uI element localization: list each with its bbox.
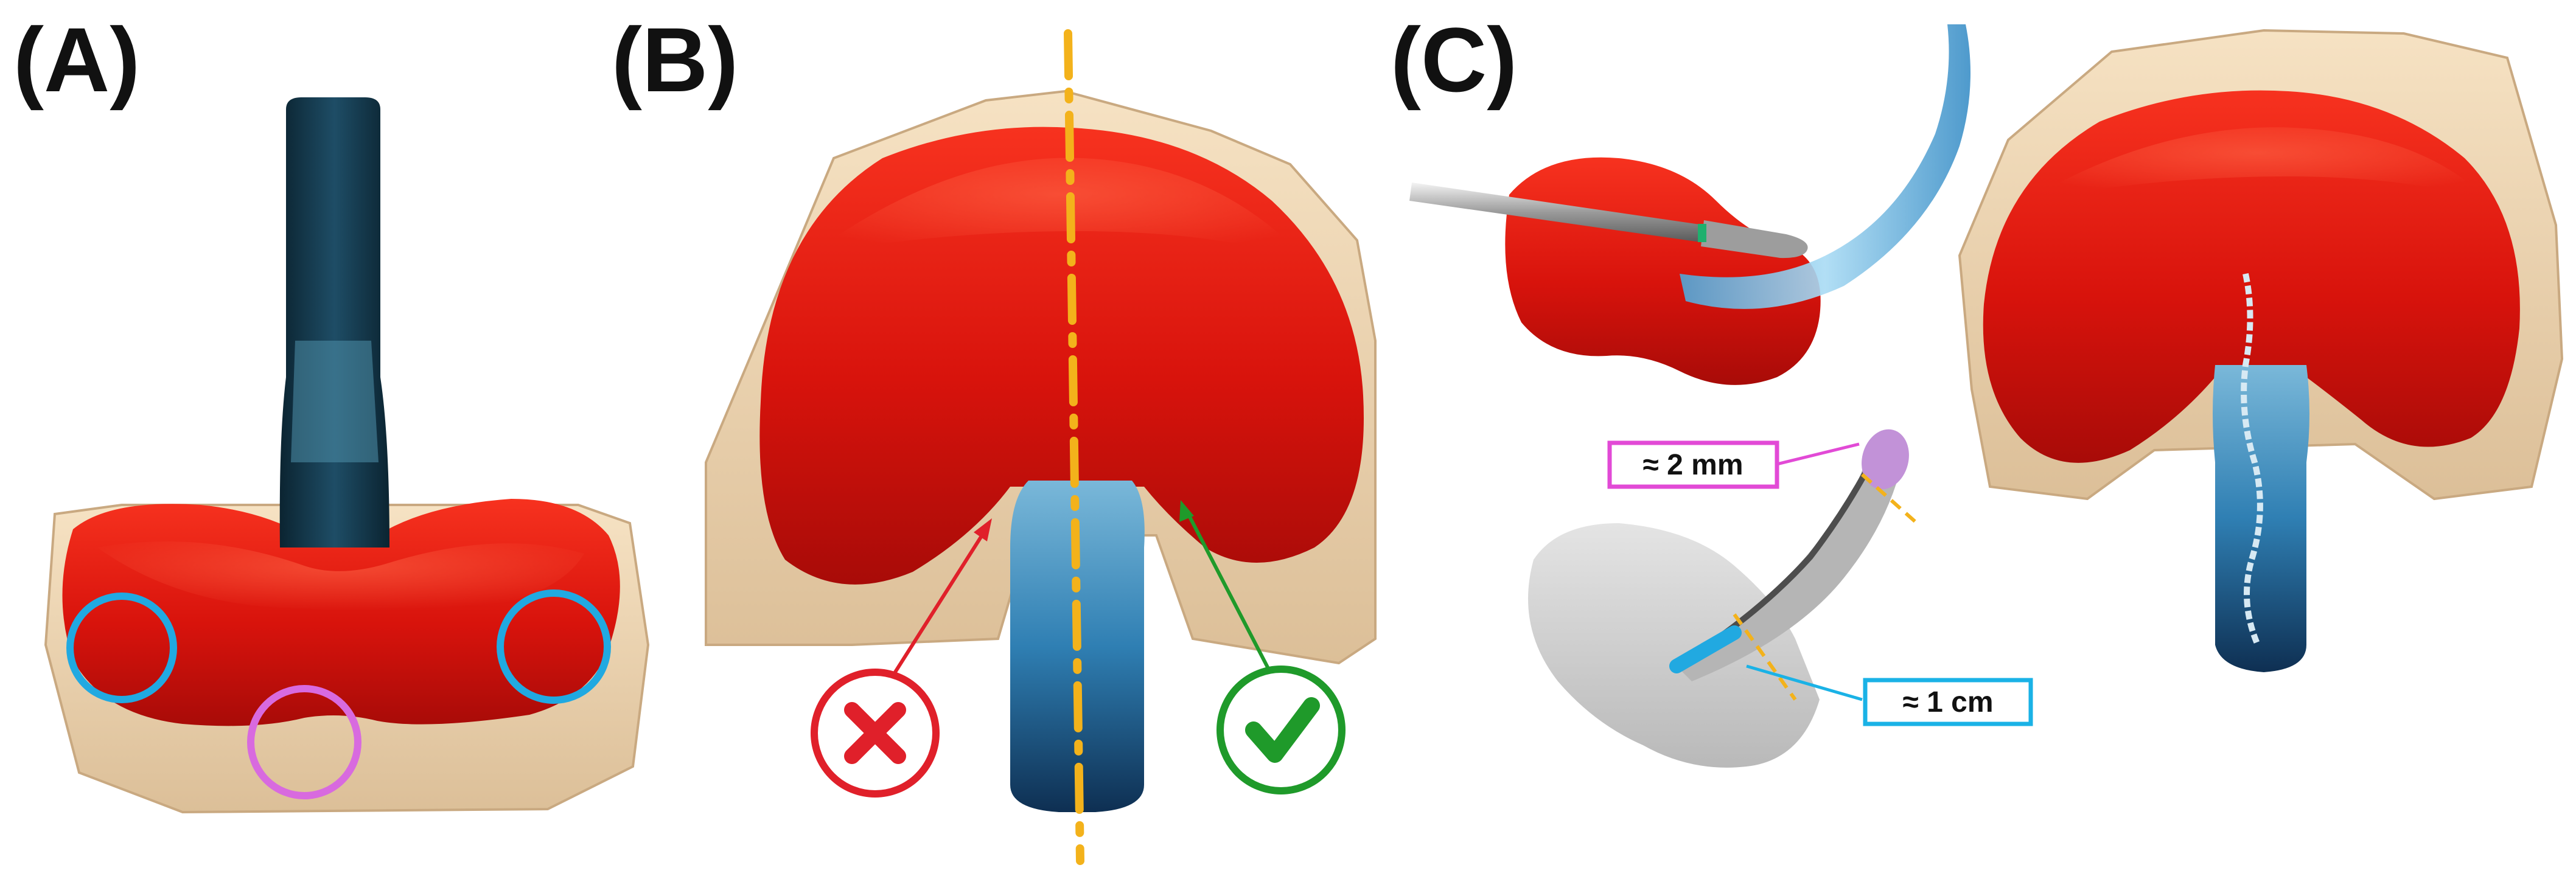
- panel-b-label: (B): [612, 9, 738, 111]
- red-appliance-c-top: [1505, 157, 1821, 385]
- arrow-wrong-head: [974, 518, 992, 541]
- panel-a-label: (A): [13, 9, 140, 111]
- panel-a: (A): [13, 9, 650, 814]
- red-appliance-b: [759, 127, 1364, 585]
- panel-c-label: (C): [1391, 9, 1517, 111]
- measure-box-tip: ≈ 2 mm: [1607, 440, 1779, 489]
- handle-a: [279, 97, 389, 548]
- tip-leader: [1776, 442, 1860, 466]
- gray-scan-model: [1528, 523, 1820, 768]
- arrow-wrong: [884, 528, 988, 689]
- section-leader: [1746, 664, 1863, 701]
- circle-right-a: [497, 589, 611, 704]
- measure-section-text: ≈ 1 cm: [1902, 686, 1993, 718]
- drill-bur: [1409, 182, 1808, 259]
- scan-cut-line-top: [1861, 473, 1918, 525]
- measure-tip-text: ≈ 2 mm: [1642, 449, 1743, 481]
- check-mark-icon: [1216, 666, 1346, 794]
- arrow-correct: [1185, 510, 1277, 683]
- arrow-correct-head: [1179, 500, 1194, 522]
- wire-c: [2241, 273, 2263, 646]
- red-appliance-b-shine: [809, 158, 1308, 262]
- blue-tube-c-top: [1680, 24, 1970, 309]
- scan-cut-line-bottom: [1733, 613, 1797, 701]
- scan-blue-section: [1669, 625, 1742, 673]
- circle-center-a: [247, 685, 361, 799]
- circle-left-a: [66, 593, 177, 703]
- midline-b: [1064, 29, 1084, 865]
- panel-c: (C) ≈ 2 mm ≈ 1 cm: [1391, 9, 2564, 768]
- scan-pink-tip: [1862, 429, 1909, 490]
- panel-b: (B): [612, 9, 1377, 865]
- measure-box-section: ≈ 1 cm: [1863, 678, 2033, 726]
- cross-mark-icon: [811, 669, 940, 798]
- red-appliance-c-right-shine: [2026, 127, 2489, 201]
- red-appliance-a-shine: [97, 541, 584, 614]
- handle-a-translucent: [291, 341, 379, 462]
